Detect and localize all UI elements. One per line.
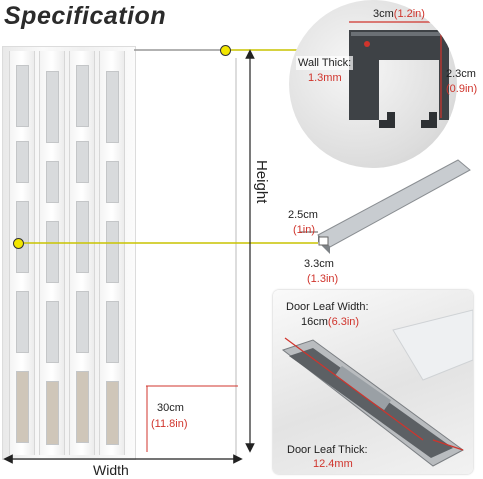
door-leaf-width-cm: 16cm [301, 316, 328, 328]
door-leaf-width-label: Door Leaf Width: [286, 301, 369, 313]
rail-profile-inset [289, 0, 457, 168]
rail-height-in: (0.9in) [446, 83, 478, 95]
rail-width-cm: 3cm [373, 8, 394, 20]
bottom-gap-in: (11.8in) [151, 418, 188, 430]
frame-depth-cm: 3.3cm [304, 258, 334, 270]
frame-depth-in: (1.3in) [307, 273, 339, 285]
folding-door-image [2, 46, 136, 460]
door-leaf-thick-value: 12.4mm [313, 458, 353, 470]
marker-dot-middle [13, 238, 24, 249]
bottom-gap-cm: 30cm [157, 402, 184, 414]
width-label: Width [93, 462, 129, 478]
rail-height-cm: 2.3cm [446, 68, 476, 80]
door-panel [9, 51, 35, 455]
height-label: Height [253, 160, 270, 204]
wall-thick-value: 1.3mm [308, 72, 342, 84]
door-panel [69, 51, 95, 455]
frame-width-in: (1in) [293, 224, 316, 236]
marker-dot-top [220, 45, 231, 56]
page-title: Specification [4, 2, 167, 30]
door-panel [39, 51, 65, 455]
door-panel [99, 51, 125, 455]
frame-profile-bar [317, 159, 471, 248]
rail-width-in: (1.2in) [393, 8, 425, 20]
door-leaf-inset: Door Leaf Width: 16cm(6.3in) Door Leaf T… [273, 290, 473, 474]
rail-profile-image [349, 21, 449, 128]
wall-thick-label: Wall Thick: [296, 56, 354, 70]
frame-width-cm: 2.5cm [288, 209, 318, 221]
door-leaf-image [281, 309, 473, 467]
door-leaf-width-in: (6.3in) [327, 316, 360, 328]
door-leaf-thick-label: Door Leaf Thick: [287, 444, 368, 456]
